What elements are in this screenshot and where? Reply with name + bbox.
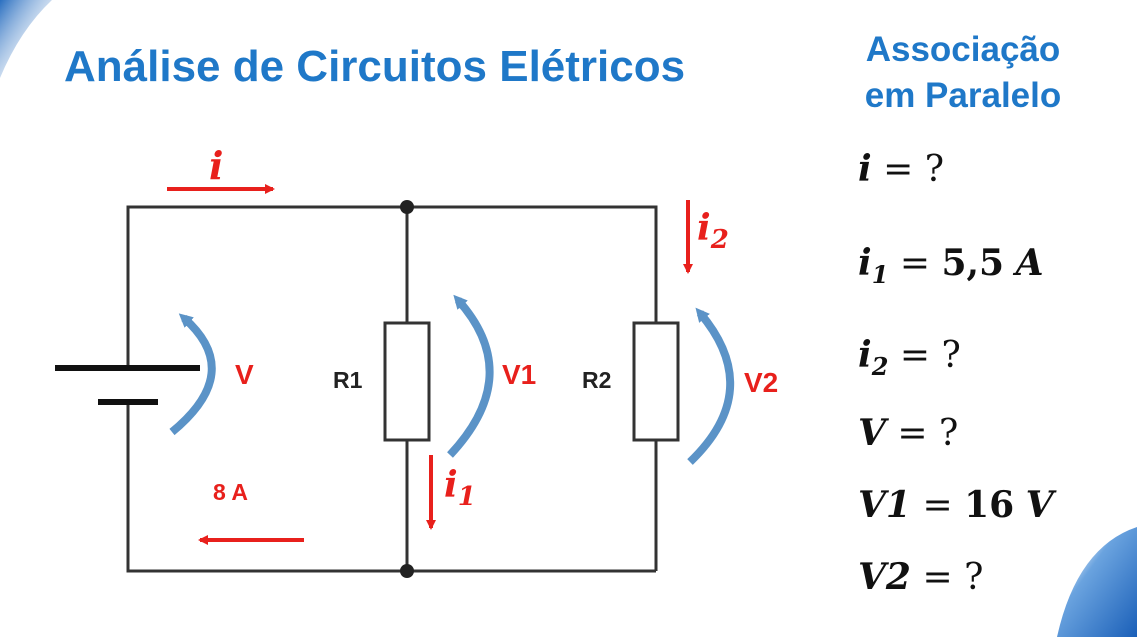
circuit-diagram: R1 R2 V V1 V2 i i2 i1 8 A [55, 143, 778, 578]
voltage-label-v1: V1 [502, 359, 536, 390]
eq-value: ? [939, 413, 959, 454]
current-label-i1-main: i [444, 464, 458, 506]
page-subtitle: Associação em Paralelo [838, 27, 1088, 119]
corner-decoration-top-left [0, 0, 52, 78]
eq-op: = [922, 557, 953, 598]
equation-v: V = ? [858, 412, 958, 454]
eq-value: ? [924, 149, 945, 190]
equation-i1: i1 = 5,5 A [858, 242, 1044, 289]
eq-var: i [858, 148, 872, 190]
equation-i2: i2 = ? [858, 334, 961, 381]
eq-value: ? [941, 335, 961, 376]
current-label-i2-sub: 2 [710, 225, 729, 255]
corner-decoration-bottom-right [1057, 527, 1137, 637]
page-title: Análise de Circuitos Elétricos [64, 42, 686, 91]
eq-sub: 2 [871, 352, 889, 381]
voltage-label-v: V [235, 359, 254, 390]
current-label-i2: i2 [697, 207, 729, 255]
circuit-wires [126, 205, 658, 573]
voltage-arc-v1 [447, 294, 494, 458]
eq-var: V1 [858, 484, 911, 526]
eq-op: = [922, 485, 953, 526]
current-label-i1: i1 [444, 464, 476, 512]
equation-v2: V2 = ? [858, 556, 983, 598]
eq-op: = [899, 335, 931, 376]
subtitle-line-1: Associação [865, 30, 1061, 69]
voltage-arc-v [169, 313, 216, 436]
eq-var: V2 [858, 556, 911, 598]
eq-unit: V [1025, 484, 1054, 526]
junction-bottom [400, 564, 414, 578]
source-current-label: 8 A [213, 479, 248, 505]
eq-op: = [897, 413, 928, 454]
resistor-r1-label: R1 [333, 367, 363, 393]
eq-op: = [899, 243, 931, 284]
resistor-r1 [383, 321, 431, 442]
eq-unit: A [1015, 242, 1044, 284]
wire-left-bottom [126, 403, 656, 573]
eq-var: V [858, 412, 886, 454]
voltage-arc-v2 [687, 307, 734, 465]
voltage-label-v2: V2 [744, 367, 778, 398]
equation-i: i = ? [858, 148, 944, 190]
junction-top [400, 200, 414, 214]
current-label-i1-sub: 1 [458, 482, 476, 512]
eq-value: 5,5 [941, 242, 1005, 284]
current-label-i2-main: i [697, 207, 711, 249]
wire-left-top [126, 205, 658, 370]
resistor-r2-label: R2 [582, 367, 611, 393]
eq-value: ? [964, 557, 984, 598]
subtitle-line-2: em Paralelo [864, 76, 1062, 115]
eq-op: = [883, 149, 914, 190]
current-label-i: i [209, 143, 223, 188]
eq-sub: 1 [871, 260, 889, 289]
eq-var: i [858, 334, 872, 376]
resistor-r2 [632, 321, 680, 442]
eq-var: i [858, 242, 872, 284]
equation-v1: V1 = 16 V [858, 484, 1054, 526]
eq-value: 16 [964, 484, 1015, 526]
